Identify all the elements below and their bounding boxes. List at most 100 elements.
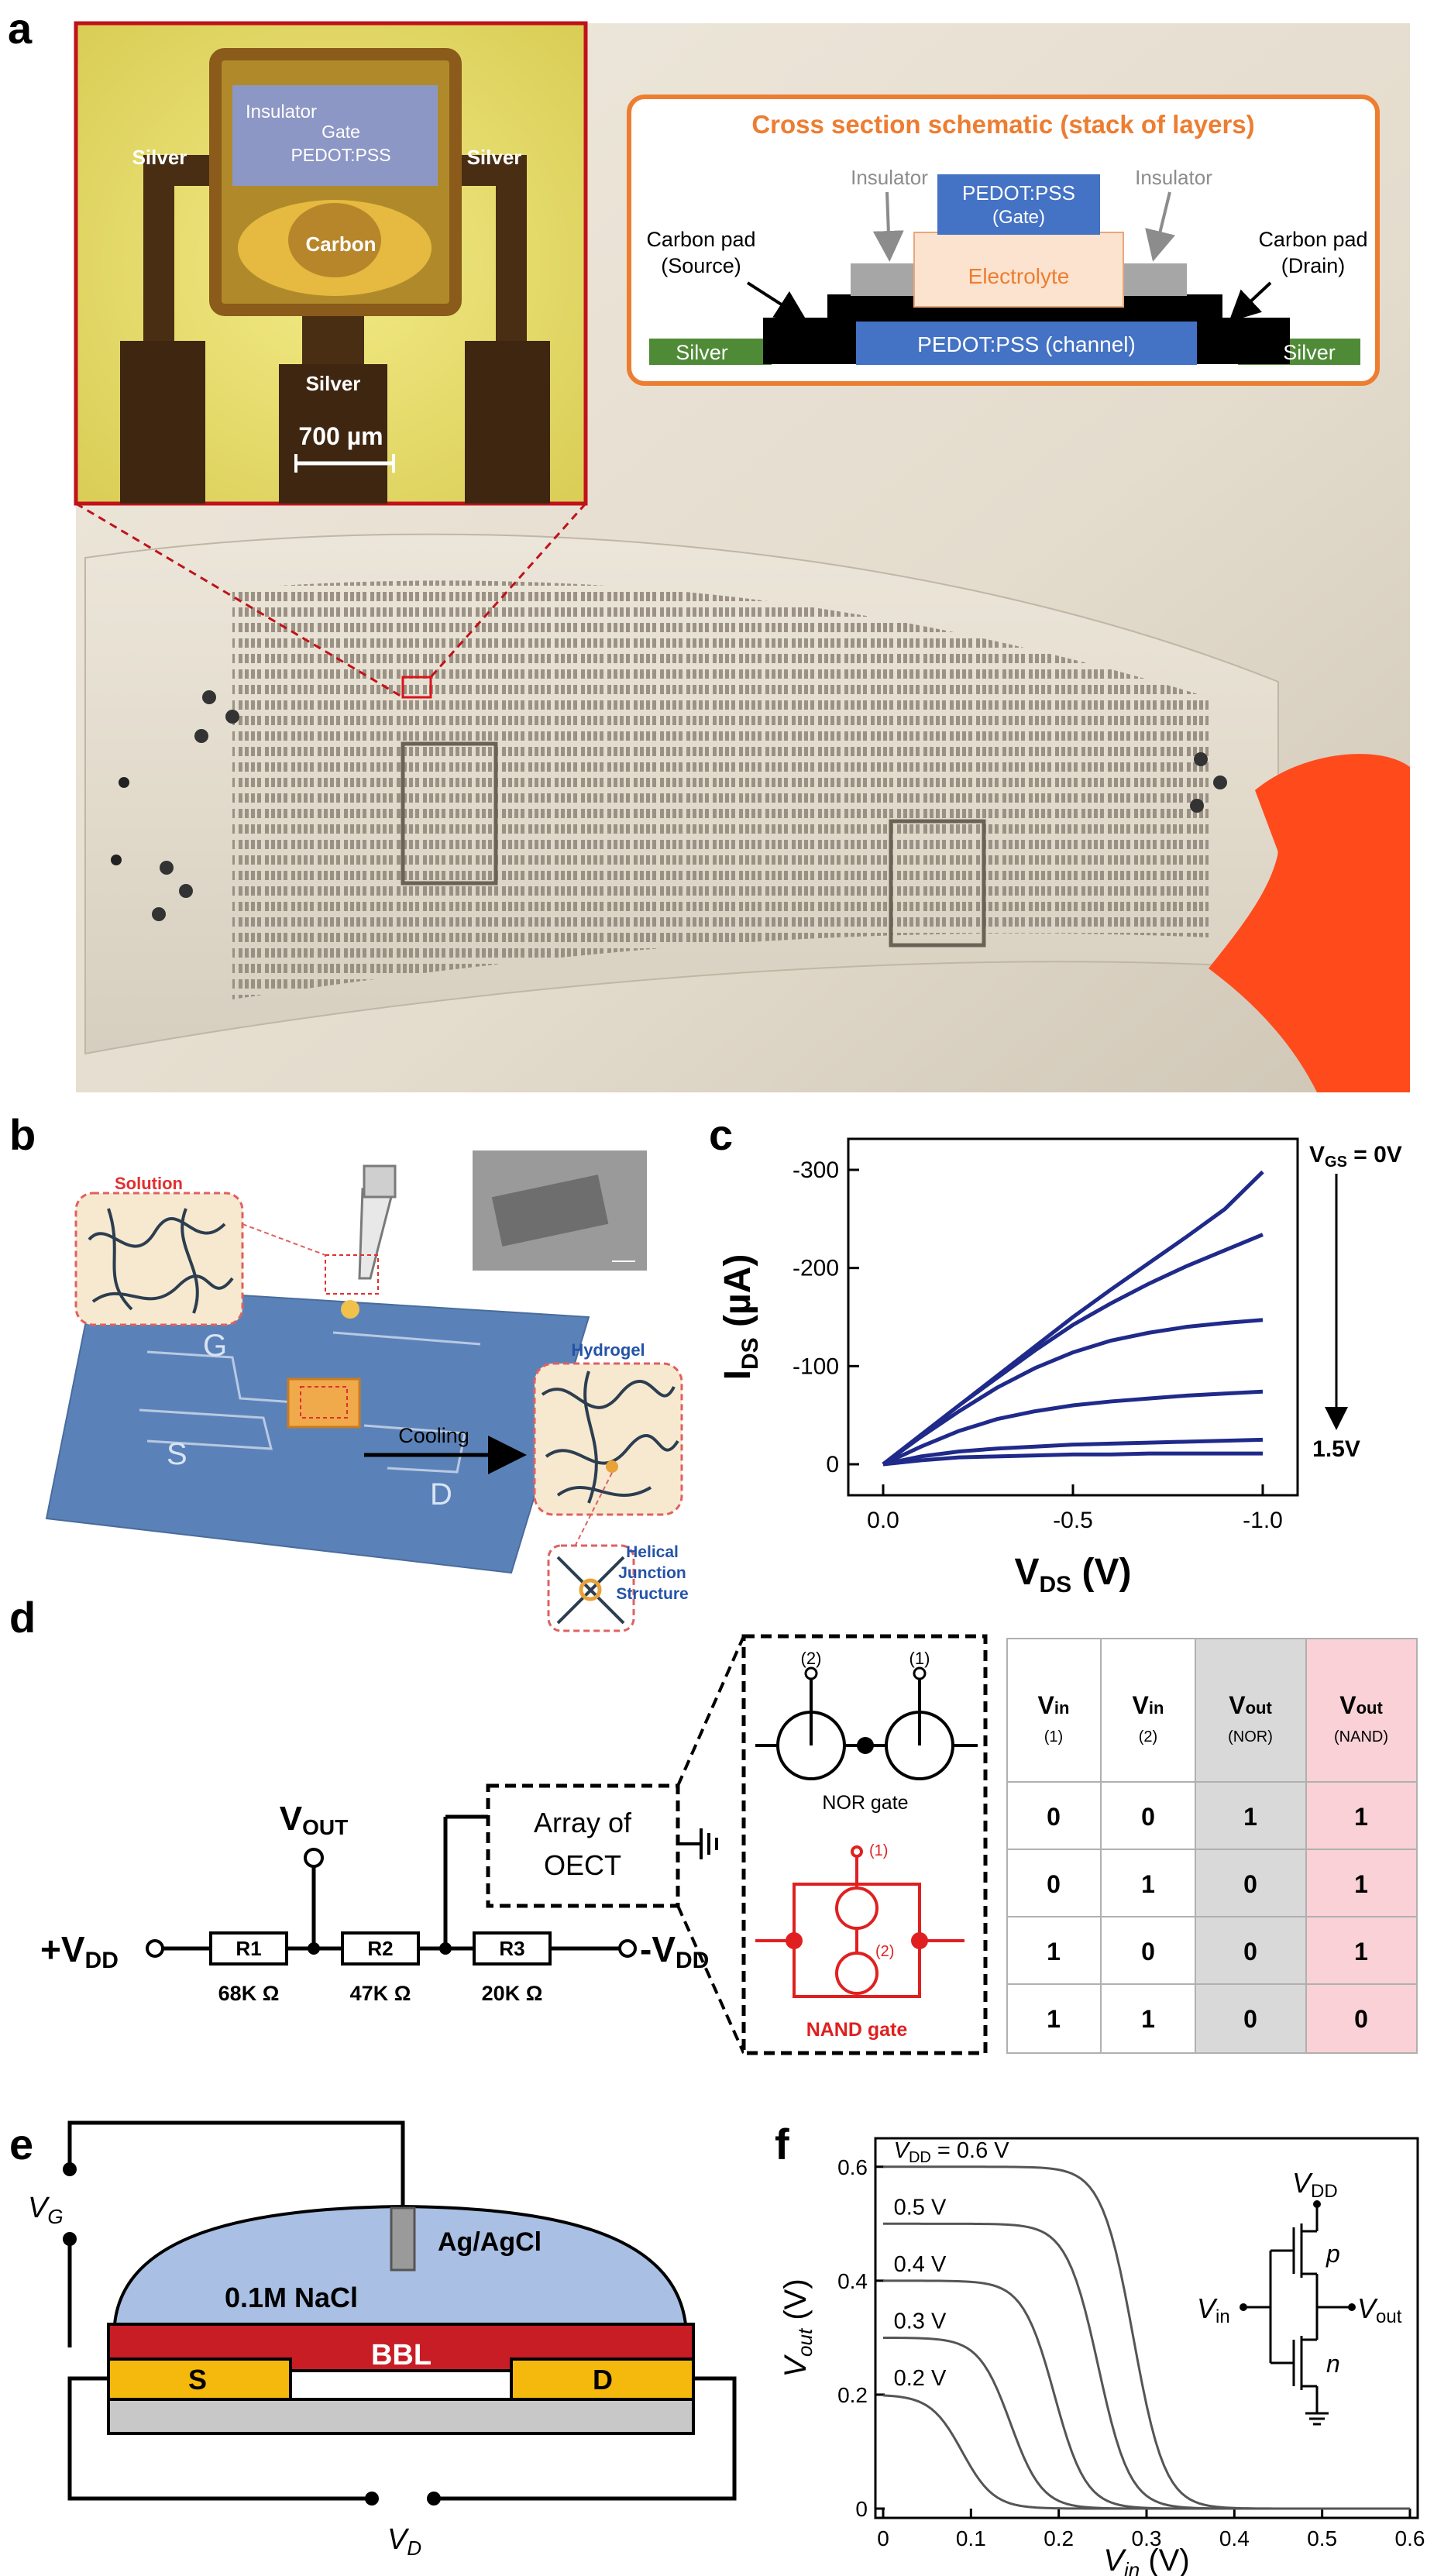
substrate bbox=[45, 1285, 590, 1574]
vout-label: VOUT bbox=[280, 1800, 348, 1839]
nand-node-left bbox=[786, 1932, 803, 1949]
silver-layer-left bbox=[649, 339, 772, 365]
truth-table: Vin (1) Vin (2) Vout (NOR) Vout (NAND) 0… bbox=[1006, 1638, 1418, 2054]
tt-header-1: Vin bbox=[1038, 1691, 1070, 1719]
inset-n-label: n bbox=[1326, 2350, 1340, 2378]
panel-a: Insulator Gate PEDOT:PSS Silver Silver C… bbox=[74, 21, 1410, 1092]
panel-label-a: a bbox=[8, 4, 33, 53]
chart-c-xlabel-main: V bbox=[1014, 1552, 1039, 1593]
chart-f-xtick-label: 0.3 bbox=[1132, 2526, 1162, 2550]
chart-f-curve-3 bbox=[882, 2279, 1410, 2510]
micrograph-silver-right-label: Silver bbox=[467, 146, 522, 169]
array-of-oect-box bbox=[486, 1783, 680, 1908]
tt-r1-c3: 1 bbox=[1243, 1803, 1257, 1831]
substrate-layer bbox=[107, 2398, 695, 2435]
inset-vdd-label: VDD bbox=[1292, 2167, 1338, 2202]
chart-f-xlabel-main: V bbox=[1103, 2543, 1126, 2576]
chart-c-xlabel-unit: (V) bbox=[1071, 1552, 1131, 1593]
pipette bbox=[341, 1164, 397, 1319]
chart-c-curve-5 bbox=[882, 1437, 1264, 1467]
cross-section-title: Cross section schematic (stack of layers… bbox=[751, 110, 1254, 139]
chart-c-annotation-top-rest: = 0V bbox=[1347, 1142, 1402, 1168]
schematic-silver-left-label: Silver bbox=[676, 341, 728, 364]
tt-r1-c4: 1 bbox=[1354, 1803, 1368, 1831]
tt-header-1-sub: in bbox=[1054, 1698, 1070, 1718]
tt-header-2-main: V bbox=[1133, 1691, 1150, 1719]
vdd-plus-sub: DD bbox=[85, 1948, 119, 1973]
resistor-r2 bbox=[341, 1931, 420, 1966]
inset-p-label: p bbox=[1325, 2240, 1340, 2268]
tt-header-1-note: (1) bbox=[1044, 1728, 1063, 1745]
hydrogel-bubble bbox=[533, 1362, 683, 1516]
chart-f-xtick-label: 0.5 bbox=[1307, 2526, 1337, 2550]
source-label: S bbox=[188, 2364, 207, 2395]
label-s: S bbox=[167, 1437, 187, 1471]
micrograph-scalebar-label: 700 µm bbox=[298, 422, 383, 450]
chart-c-xlabel: VDS (V) bbox=[1014, 1552, 1131, 1598]
source-arrow bbox=[746, 281, 807, 322]
gate-wire bbox=[67, 2120, 405, 2208]
hydrogel-label: Hydrogel bbox=[571, 1340, 645, 1360]
resistor-r1 bbox=[209, 1931, 288, 1966]
inset-vdd-node bbox=[1313, 2200, 1321, 2208]
insulator-right-arrow bbox=[1145, 191, 1176, 262]
chart-c-xlabel-sub: DS bbox=[1040, 1572, 1072, 1598]
schematic-insulator-left-label: Insulator bbox=[851, 166, 928, 189]
chart-f-xlabel-unit: (V) bbox=[1140, 2543, 1189, 2576]
truth-table-gridlines bbox=[1006, 1638, 1418, 2054]
sem-device bbox=[491, 1175, 609, 1247]
vdd-plus-prefix: +V bbox=[40, 1929, 85, 1969]
vdd-minus-label: -VDD bbox=[640, 1929, 709, 1973]
nacl-label: 0.1M NaCl bbox=[225, 2282, 358, 2313]
inset-vout-sub: out bbox=[1376, 2306, 1402, 2327]
schematic-silver-right-label: Silver bbox=[1283, 341, 1336, 364]
tt-header-2-note: (2) bbox=[1139, 1728, 1157, 1745]
nand-gate-label: NAND gate bbox=[806, 2019, 908, 2041]
chart-f-ylabel-unit: (V) bbox=[779, 2279, 813, 2328]
nor-gate-symbol bbox=[755, 1666, 978, 1780]
drain-arrow bbox=[1229, 281, 1272, 322]
tt-r4-c1: 1 bbox=[1047, 2005, 1061, 2033]
solution-bubble bbox=[74, 1192, 244, 1326]
label-d: D bbox=[430, 1477, 452, 1512]
nand-input-2: (2) bbox=[875, 1943, 894, 1960]
schematic-gate-line2: (Gate) bbox=[992, 207, 1045, 228]
schematic-source-line2: (Source) bbox=[661, 254, 741, 277]
panel-e: VG Ag/AgCl 0.1M NaCl BBL S D VD bbox=[28, 2120, 737, 2560]
junction-dot bbox=[606, 1460, 618, 1473]
pedot-channel-layer bbox=[856, 322, 1197, 365]
r2-value: 47K Ω bbox=[350, 1982, 411, 2005]
solution-zoom-line bbox=[242, 1223, 326, 1256]
junction-zoom-line bbox=[572, 1472, 613, 1550]
nand-gate-symbol bbox=[755, 1845, 964, 1998]
tt-r3-c3: 0 bbox=[1243, 1938, 1257, 1966]
inset-vout-label: Vout bbox=[1357, 2292, 1402, 2327]
vg-label: VG bbox=[28, 2192, 64, 2228]
chart-f-series-label-main: V bbox=[894, 2138, 911, 2163]
chart-c-ytick-label: -100 bbox=[793, 1353, 839, 1379]
chart-f-xlabel: Vin (V) bbox=[1103, 2543, 1189, 2576]
chart-f-ytick-label: 0.2 bbox=[837, 2383, 868, 2407]
chart-c-ylabel: IDS (µA) bbox=[717, 1254, 763, 1381]
nand-input-1: (1) bbox=[869, 1842, 888, 1859]
tt-r2-c1: 0 bbox=[1047, 1870, 1061, 1898]
tt-r2-c2: 1 bbox=[1141, 1870, 1155, 1898]
vg-main: V bbox=[28, 2192, 50, 2224]
drain-label: D bbox=[593, 2364, 613, 2395]
inset-vdd-sub: DD bbox=[1311, 2181, 1338, 2202]
tt-header-2-sub: in bbox=[1149, 1698, 1164, 1718]
vout-terminal bbox=[304, 1848, 324, 1868]
chart-c-annotation-bottom: 1.5V bbox=[1312, 1436, 1360, 1462]
expand-line-bottom bbox=[676, 1905, 745, 2054]
zoom-region-marker bbox=[401, 676, 432, 699]
chart-c-xtick-label: -1.0 bbox=[1243, 1508, 1283, 1533]
vdd-minus-sub: DD bbox=[676, 1948, 709, 1973]
r1-name: R1 bbox=[236, 1937, 261, 1960]
inset-vout-main: V bbox=[1357, 2292, 1378, 2324]
vd-sub: D bbox=[407, 2536, 421, 2560]
chart-c-ytick-label: -300 bbox=[793, 1157, 839, 1183]
cooling-label: Cooling bbox=[398, 1424, 469, 1447]
tt-r3-c1: 1 bbox=[1047, 1938, 1061, 1966]
